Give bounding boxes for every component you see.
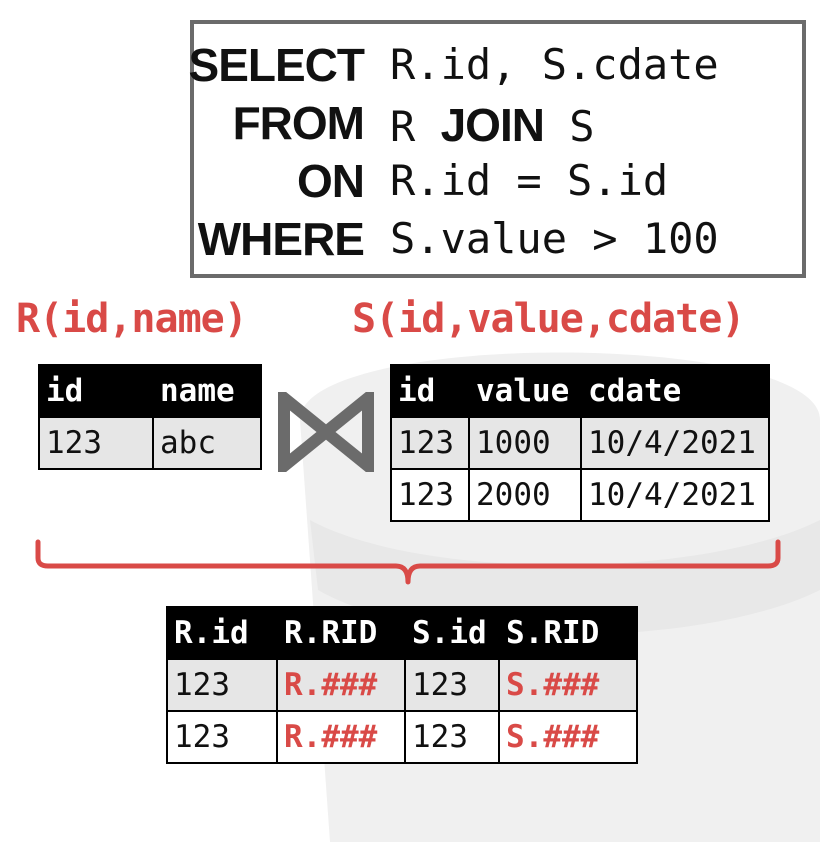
sql-query-box: SELECT R.id, S.cdate FROM R JOIN S ON R.… xyxy=(189,20,806,278)
sql-clause-pre: R xyxy=(390,102,441,151)
table-row: 123 2000 10/4/2021 xyxy=(390,468,770,522)
table-cell: 123 xyxy=(38,416,154,470)
sql-keyword: ON xyxy=(297,155,365,207)
sql-clause: R.id, S.cdate xyxy=(390,40,719,89)
table-row: 123 abc xyxy=(38,416,262,470)
table-header-row: R.id R.RID S.id S.RID xyxy=(166,606,638,660)
relation-s-title: S(id,value,cdate) xyxy=(352,296,745,342)
join-bowtie-icon xyxy=(278,392,374,472)
sql-join-keyword: JOIN xyxy=(440,99,545,151)
column-header: S.id xyxy=(404,606,500,660)
table-cell: 10/4/2021 xyxy=(580,416,770,470)
sql-line-from: FROM R JOIN S xyxy=(194,96,802,152)
result-table: R.id R.RID S.id S.RID 123 R.### 123 S.##… xyxy=(166,606,638,764)
relation-s-table: id value cdate 123 1000 10/4/2021 123 20… xyxy=(390,364,770,522)
column-header: R.id xyxy=(166,606,278,660)
table-cell: 123 xyxy=(390,468,470,522)
sql-clause-post: S xyxy=(543,102,595,151)
sql-keyword: FROM xyxy=(232,97,365,149)
column-header: name xyxy=(152,364,262,418)
column-header: S.RID xyxy=(498,606,638,660)
record-id-cell: S.### xyxy=(498,658,638,712)
table-row: 123 R.### 123 S.### xyxy=(166,658,638,712)
record-id-cell: R.### xyxy=(276,710,406,764)
table-header-row: id name xyxy=(38,364,262,418)
table-cell: 1000 xyxy=(468,416,582,470)
table-cell: 123 xyxy=(166,658,278,712)
relation-r-table: id name 123 abc xyxy=(38,364,262,470)
table-cell: 10/4/2021 xyxy=(580,468,770,522)
record-id-cell: R.### xyxy=(276,658,406,712)
table-cell: 123 xyxy=(166,710,278,764)
table-header-row: id value cdate xyxy=(390,364,770,418)
sql-line-where: WHERE S.value > 100 xyxy=(194,212,802,268)
column-header: id xyxy=(38,364,154,418)
relation-r-title: R(id,name) xyxy=(16,296,248,342)
sql-keyword: SELECT xyxy=(188,39,365,91)
column-header: value xyxy=(468,364,582,418)
column-header: id xyxy=(390,364,470,418)
table-cell: 123 xyxy=(404,658,500,712)
sql-line-on: ON R.id = S.id xyxy=(194,154,802,210)
table-row: 123 1000 10/4/2021 xyxy=(390,416,770,470)
table-cell: 123 xyxy=(404,710,500,764)
column-header: cdate xyxy=(580,364,770,418)
record-id-cell: S.### xyxy=(498,710,638,764)
table-cell: 123 xyxy=(390,416,470,470)
sql-line-select: SELECT R.id, S.cdate xyxy=(189,38,802,94)
sql-keyword: WHERE xyxy=(197,213,365,265)
table-cell: 2000 xyxy=(468,468,582,522)
sql-clause: R.id = S.id xyxy=(390,156,669,205)
column-header: R.RID xyxy=(276,606,406,660)
table-cell: abc xyxy=(152,416,262,470)
table-row: 123 R.### 123 S.### xyxy=(166,710,638,764)
sql-clause: R JOIN S xyxy=(390,98,595,152)
sql-clause: S.value > 100 xyxy=(390,214,719,263)
curly-brace-icon xyxy=(35,539,781,585)
